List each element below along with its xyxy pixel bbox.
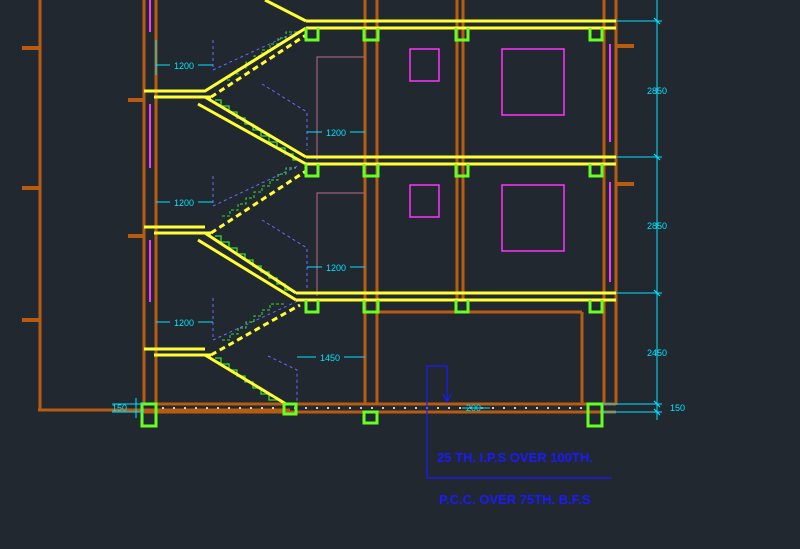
label-mask <box>170 317 198 328</box>
beam-first-2 <box>362 164 380 178</box>
beam-ground-2 <box>362 300 380 314</box>
label-mask <box>316 352 344 363</box>
label-mask <box>322 127 350 138</box>
beam-roof-2 <box>362 28 380 42</box>
flight-width-3: 1450 <box>320 353 340 363</box>
label-mask <box>170 60 198 71</box>
leader-line <box>426 365 448 478</box>
tick <box>653 408 661 416</box>
dimension-ticks <box>653 17 661 416</box>
tick <box>653 400 661 408</box>
hidden-stair-1 <box>212 29 301 71</box>
landing-width-3: 1200 <box>174 318 194 328</box>
small-window-middle <box>409 184 440 218</box>
floor-height-1: 2850 <box>647 86 667 96</box>
beam-first-3 <box>454 164 470 178</box>
hidden-lines <box>212 29 308 404</box>
walls <box>38 0 618 414</box>
room-windows <box>409 48 565 252</box>
waist-2-lower <box>204 231 297 295</box>
waist-2-dashed <box>210 169 307 235</box>
doors <box>316 56 365 296</box>
footing-mid <box>362 410 379 425</box>
hidden-steps-2 <box>222 167 296 217</box>
footing-stair <box>282 402 298 416</box>
large-window-upper <box>501 48 565 116</box>
beam-roof-3 <box>454 28 470 42</box>
footing-left <box>140 402 158 428</box>
waist-1-lower <box>204 95 307 159</box>
beam-ground-1 <box>304 300 320 314</box>
hidden-steps-3 <box>222 303 284 341</box>
plinth-height-right: 150 <box>670 403 685 413</box>
door-upper <box>316 56 365 160</box>
footing-right <box>586 402 604 428</box>
tick <box>653 289 661 297</box>
floor-height-3: 2450 <box>647 348 667 358</box>
tick <box>653 17 661 25</box>
hidden-stair-4 <box>261 219 308 290</box>
hidden-stair-2 <box>261 83 308 150</box>
beam-first-4 <box>588 164 604 178</box>
hidden-stair-6 <box>267 355 298 404</box>
flight-width-1: 1200 <box>326 128 346 138</box>
small-window-upper <box>409 48 440 82</box>
hidden-steps-1 <box>222 31 296 81</box>
beam-ground-4 <box>588 300 604 314</box>
plinth-height-left: 150 <box>112 403 127 413</box>
waist-3-lower <box>204 353 287 406</box>
waist-3-dashed <box>210 303 301 357</box>
stair-windows <box>149 0 611 302</box>
beams-footings <box>140 28 604 428</box>
beam-ground-3 <box>454 300 470 314</box>
tick <box>653 153 661 161</box>
beam-first-1 <box>304 164 320 178</box>
large-window-middle <box>501 184 565 252</box>
flight-width-2: 1200 <box>326 263 346 273</box>
beam-roof-1 <box>304 28 320 42</box>
floor-height-2: 2850 <box>647 221 667 231</box>
leader-arrow <box>442 393 452 404</box>
notes: 25 TH. I.P.S OVER 100TH. P.C.C. OVER 75T… <box>437 450 593 507</box>
slabs-dashed <box>210 33 307 357</box>
waist-2-lower-b <box>197 238 297 302</box>
waist-1-dashed <box>210 33 307 99</box>
beam-roof-4 <box>588 28 604 42</box>
stair-steps-hidden <box>222 31 296 341</box>
label-mask <box>322 262 350 273</box>
hidden-stair-3 <box>212 164 301 207</box>
hidden-stair-5 <box>212 298 301 341</box>
wall-stubs <box>22 44 634 322</box>
footing-mid-width: 200 <box>466 403 481 413</box>
dimension-labels: 1200 1200 1200 1200 1200 1450 2850 2850 … <box>112 60 685 413</box>
waist-1-lower-b <box>197 102 307 166</box>
note-line-1: 25 TH. I.P.S OVER 100TH. <box>437 450 593 465</box>
landing-width-2: 1200 <box>174 198 194 208</box>
door-middle <box>316 192 365 296</box>
label-mask <box>170 197 198 208</box>
landing-width-1: 1200 <box>174 61 194 71</box>
note-leader <box>426 365 612 479</box>
note-line-2: P.C.C. OVER 75TH. B.F.S <box>439 492 591 507</box>
waist-1-upper <box>264 0 307 23</box>
landing-1 <box>144 26 307 93</box>
